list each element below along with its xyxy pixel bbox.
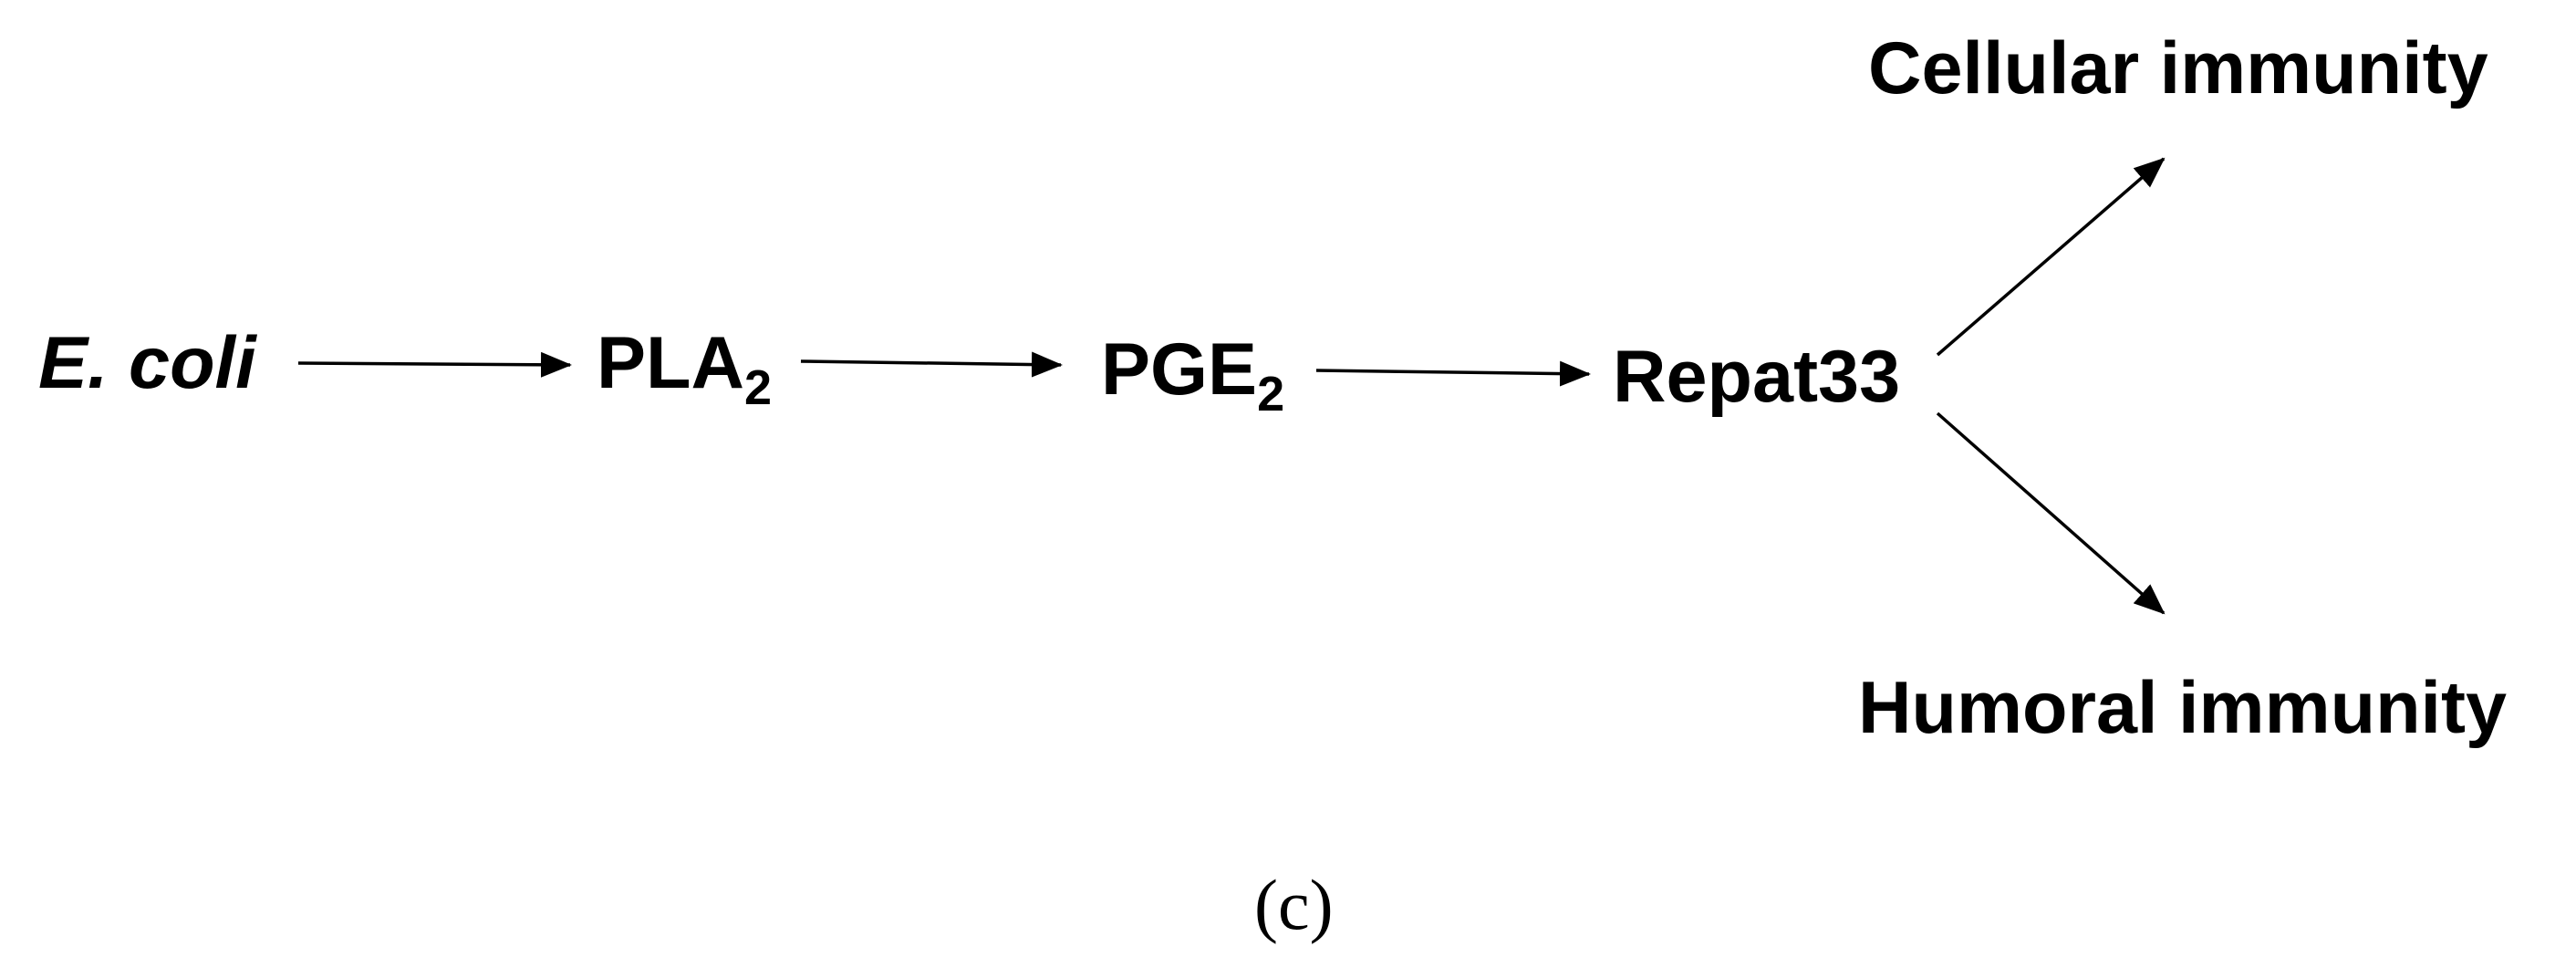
arrow-repat33-to-cellular <box>1936 157 2166 357</box>
arrow-pge2-to-repat33 <box>1315 360 1591 387</box>
node-repat33: Repat33 <box>1613 336 1900 418</box>
node-pla2: PLA2 <box>597 322 772 415</box>
node-pge2-subscript: 2 <box>1257 367 1284 422</box>
node-ecoli: E. coli <box>38 322 257 404</box>
node-pla2-main: PLA <box>597 322 744 404</box>
node-cellular-immunity: Cellular immunity <box>1868 27 2488 109</box>
node-pla2-subscript: 2 <box>744 360 772 415</box>
node-pge2-main: PGE <box>1101 328 1257 411</box>
arrow-ecoli-to-pla2 <box>297 351 572 378</box>
node-humoral-immunity: Humoral immunity <box>1858 667 2507 749</box>
arrow-repat33-to-humoral <box>1936 411 2166 615</box>
arrow-pla2-to-pge2 <box>800 351 1063 378</box>
node-pge2: PGE2 <box>1101 328 1284 422</box>
panel-label: (c) <box>1254 865 1334 944</box>
